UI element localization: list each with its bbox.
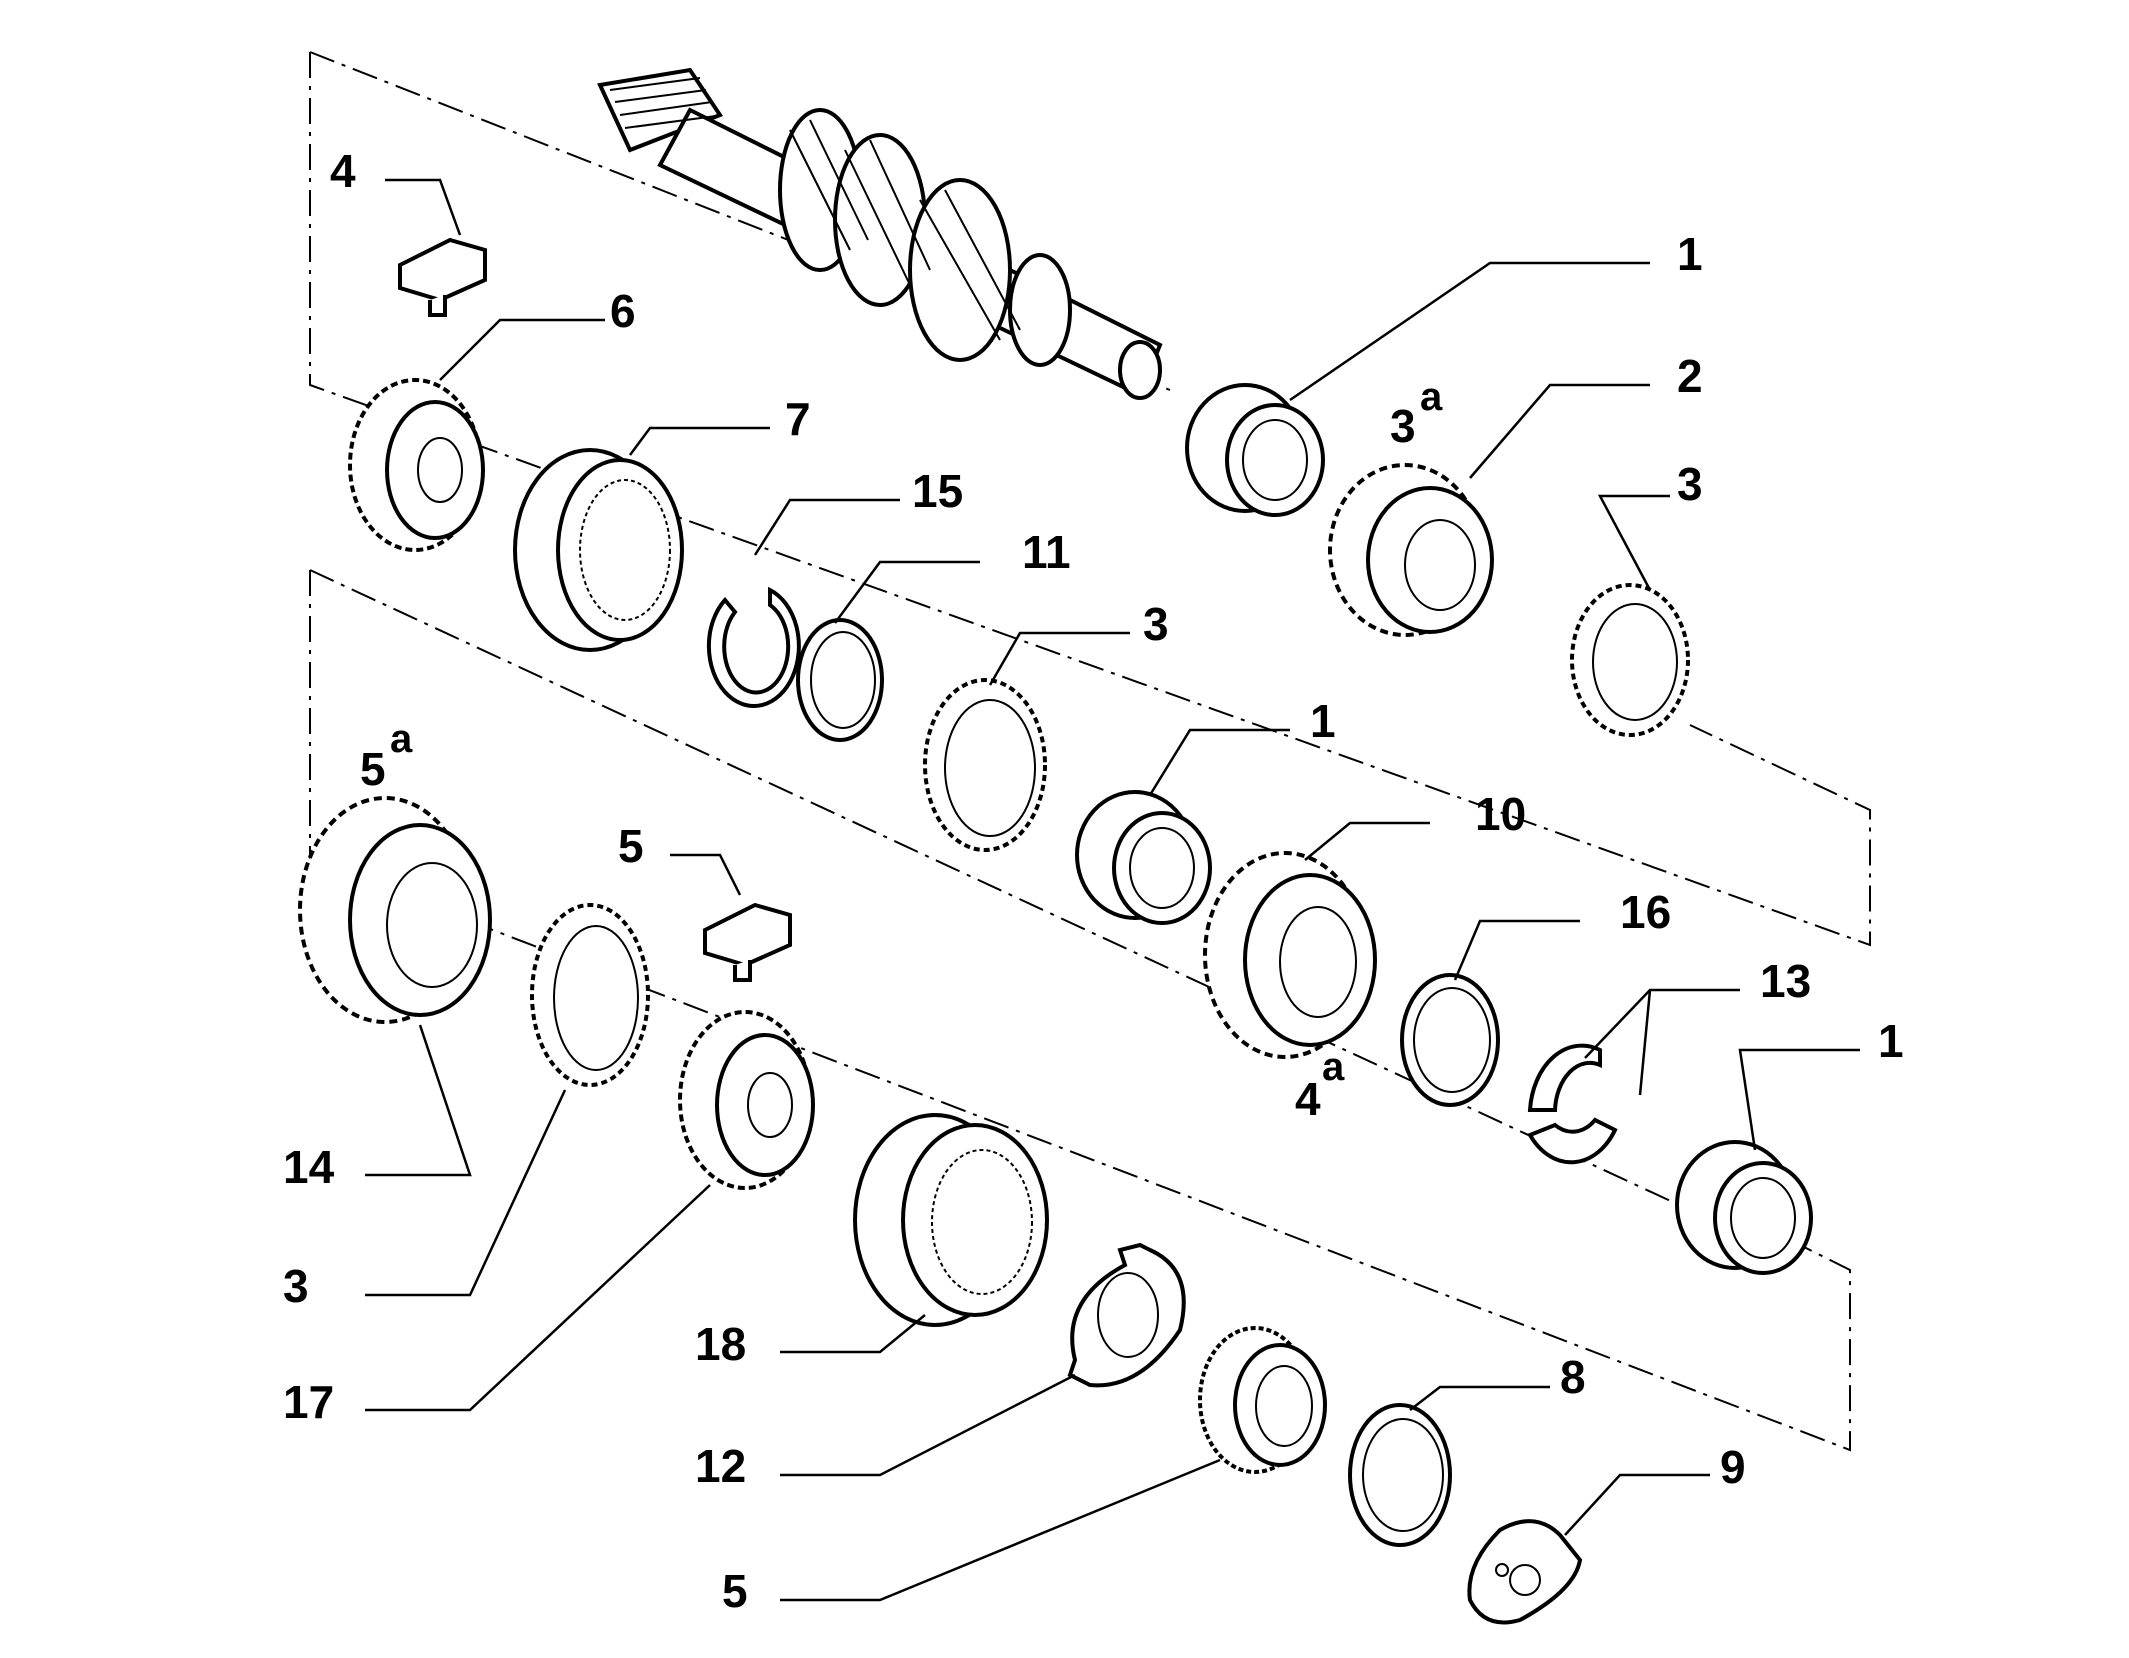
callout-6: 6 xyxy=(610,285,636,337)
callout-3a-gear: 3 xyxy=(1390,400,1416,452)
lock-plate xyxy=(1067,1242,1186,1388)
callout-2: 2 xyxy=(1677,350,1703,402)
retaining-plate xyxy=(1467,1519,1583,1625)
callout-1-middle: 1 xyxy=(1310,695,1336,747)
synchronizer-ring-lower xyxy=(530,903,650,1087)
leader-lines xyxy=(365,178,1860,1602)
callout-7: 7 xyxy=(785,393,811,445)
callout-9: 9 xyxy=(1720,1441,1746,1493)
callout-12: 12 xyxy=(695,1440,746,1492)
callout-3-middle: 3 xyxy=(1143,598,1169,650)
synchro-sleeve-upper xyxy=(513,448,684,652)
callout-13: 13 xyxy=(1760,955,1811,1007)
sliding-key-lower xyxy=(703,902,792,982)
callout-1-upper: 1 xyxy=(1677,228,1703,280)
callout-18: 18 xyxy=(695,1318,746,1370)
callout-15: 15 xyxy=(912,465,963,517)
callout-5-key: 5 xyxy=(618,820,644,872)
sliding-key-upper xyxy=(398,237,487,317)
callout-5a-superscript: a xyxy=(390,717,413,761)
callout-5-bearing: 5 xyxy=(722,1565,748,1617)
needle-bearing-lower xyxy=(1675,1140,1813,1275)
thrust-ring xyxy=(1400,973,1500,1107)
main-shaft xyxy=(597,67,1163,400)
shim-ring xyxy=(1348,1403,1452,1547)
callout-3a-superscript: a xyxy=(1420,375,1443,419)
needle-bearing-upper xyxy=(1185,383,1325,517)
upper-assembly-outline xyxy=(309,52,1871,947)
synchro-hub-upper xyxy=(348,378,485,552)
callout-14: 14 xyxy=(283,1141,335,1193)
thrust-washer xyxy=(796,618,884,742)
callout-16: 16 xyxy=(1620,886,1671,938)
needle-bearing-middle xyxy=(1075,790,1212,925)
callout-11: 11 xyxy=(1022,526,1071,578)
callout-5a-gear: 5 xyxy=(360,743,386,795)
callout-4a-gear: 4 xyxy=(1295,1073,1321,1125)
taper-roller-bearing xyxy=(1198,1326,1327,1474)
callout-1-lower: 1 xyxy=(1878,1015,1904,1067)
gear-3rd-speed xyxy=(1328,463,1494,637)
callout-3-upper: 3 xyxy=(1677,458,1703,510)
synchronizer-ring-upper xyxy=(1570,583,1690,737)
synchronizer-ring-middle xyxy=(923,678,1047,852)
lower-assembly-outline xyxy=(309,570,1851,1452)
split-half-washers xyxy=(1527,1043,1618,1165)
circlip xyxy=(706,586,801,709)
callout-10: 10 xyxy=(1475,788,1526,840)
callout-4: 4 xyxy=(330,145,356,197)
callout-3-lower: 3 xyxy=(283,1260,309,1312)
callout-4a-superscript: a xyxy=(1322,1045,1345,1089)
callout-labels: 1 2 3 3 a 4 6 7 15 11 3 1 10 5 a 5 16 13… xyxy=(283,145,1904,1617)
gear-5th-speed xyxy=(298,796,492,1024)
synchro-hub-lower xyxy=(678,1010,815,1190)
callout-8: 8 xyxy=(1560,1351,1586,1403)
synchro-sleeve-lower xyxy=(853,1113,1049,1327)
callout-17: 17 xyxy=(283,1376,334,1428)
gear-4th-speed xyxy=(1203,851,1377,1059)
